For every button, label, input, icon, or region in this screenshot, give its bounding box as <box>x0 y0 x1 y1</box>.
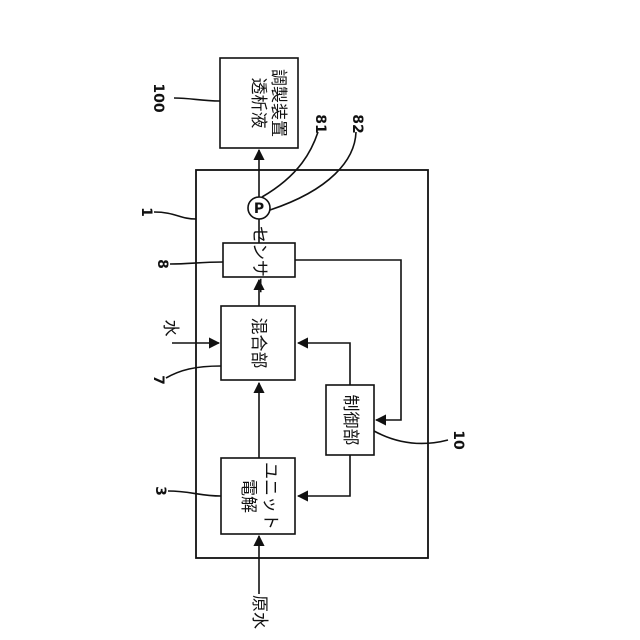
ref-81: 81 <box>312 114 328 133</box>
pump-label: P <box>254 201 264 217</box>
leader-100 <box>174 98 220 101</box>
controller-label: 制御部 <box>340 395 360 446</box>
leader-1 <box>154 212 196 219</box>
ref-1: 1 <box>138 207 154 217</box>
leader-7 <box>166 366 221 378</box>
dialysate-line2-label: 調製装置 <box>268 69 288 137</box>
ref-7: 7 <box>150 375 166 385</box>
ref-82: 82 <box>349 114 365 133</box>
leader-3 <box>168 491 221 496</box>
water-label: 水 <box>160 320 180 337</box>
electrolysis-line2-label: ユニット <box>260 462 280 530</box>
dialysate-line1-label: 透析液 <box>248 78 268 129</box>
ref-3: 3 <box>152 486 168 496</box>
leader-8 <box>170 262 223 264</box>
electrolysis-line1-label: 電解 <box>238 479 258 513</box>
controller-to-mixer-line <box>298 343 350 385</box>
leader-10 <box>374 431 448 443</box>
raw-water-label: 原水 <box>249 595 269 629</box>
mixer-label: 混合部 <box>248 318 268 369</box>
ref-100: 100 <box>150 83 166 112</box>
ref-10: 10 <box>450 430 466 450</box>
controller-to-electrolysis-line <box>298 455 350 496</box>
ref-8: 8 <box>154 259 170 269</box>
